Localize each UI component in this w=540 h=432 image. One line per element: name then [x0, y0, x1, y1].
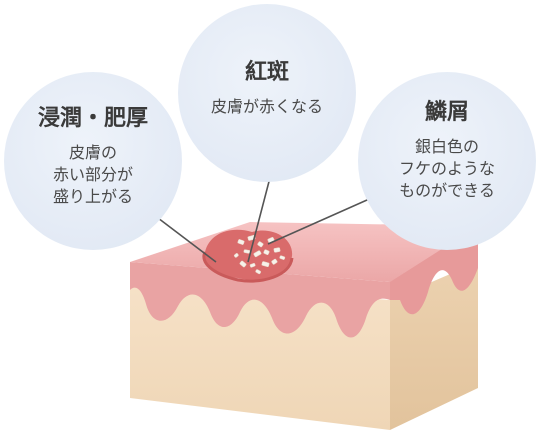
label-scale-desc: 銀白色の フケのような ものができる [398, 137, 495, 200]
label-bubble-erythema [178, 4, 356, 182]
skin-block-epidermis [130, 262, 390, 338]
label-infiltration-title: 浸潤・肥厚 [37, 106, 148, 131]
label-infiltration-desc: 皮膚の 赤い部分が 盛り上がる [52, 143, 133, 206]
label-erythema-desc: 皮膚が赤くなる [210, 97, 323, 116]
label-erythema-title: 紅斑 [244, 60, 289, 85]
label-bubble-scale [358, 72, 536, 250]
label-infiltration: 浸潤・肥厚 皮膚の 赤い部分が 盛り上がる [4, 106, 182, 208]
leader-lines [157, 169, 377, 263]
label-bubble-infiltration [4, 72, 182, 250]
skin-block-dermis [130, 278, 390, 430]
label-scale: 鱗屑 銀白色の フケのような ものができる [358, 100, 536, 202]
label-erythema: 紅斑 皮膚が赤くなる [178, 60, 356, 118]
leader-line-erythema [247, 169, 273, 263]
leader-line-infiltration [157, 217, 217, 263]
label-scale-title: 鱗屑 [424, 100, 469, 125]
leader-line-scale [267, 195, 377, 245]
plaque-rim [202, 251, 294, 283]
scale-flakes [233, 235, 286, 275]
